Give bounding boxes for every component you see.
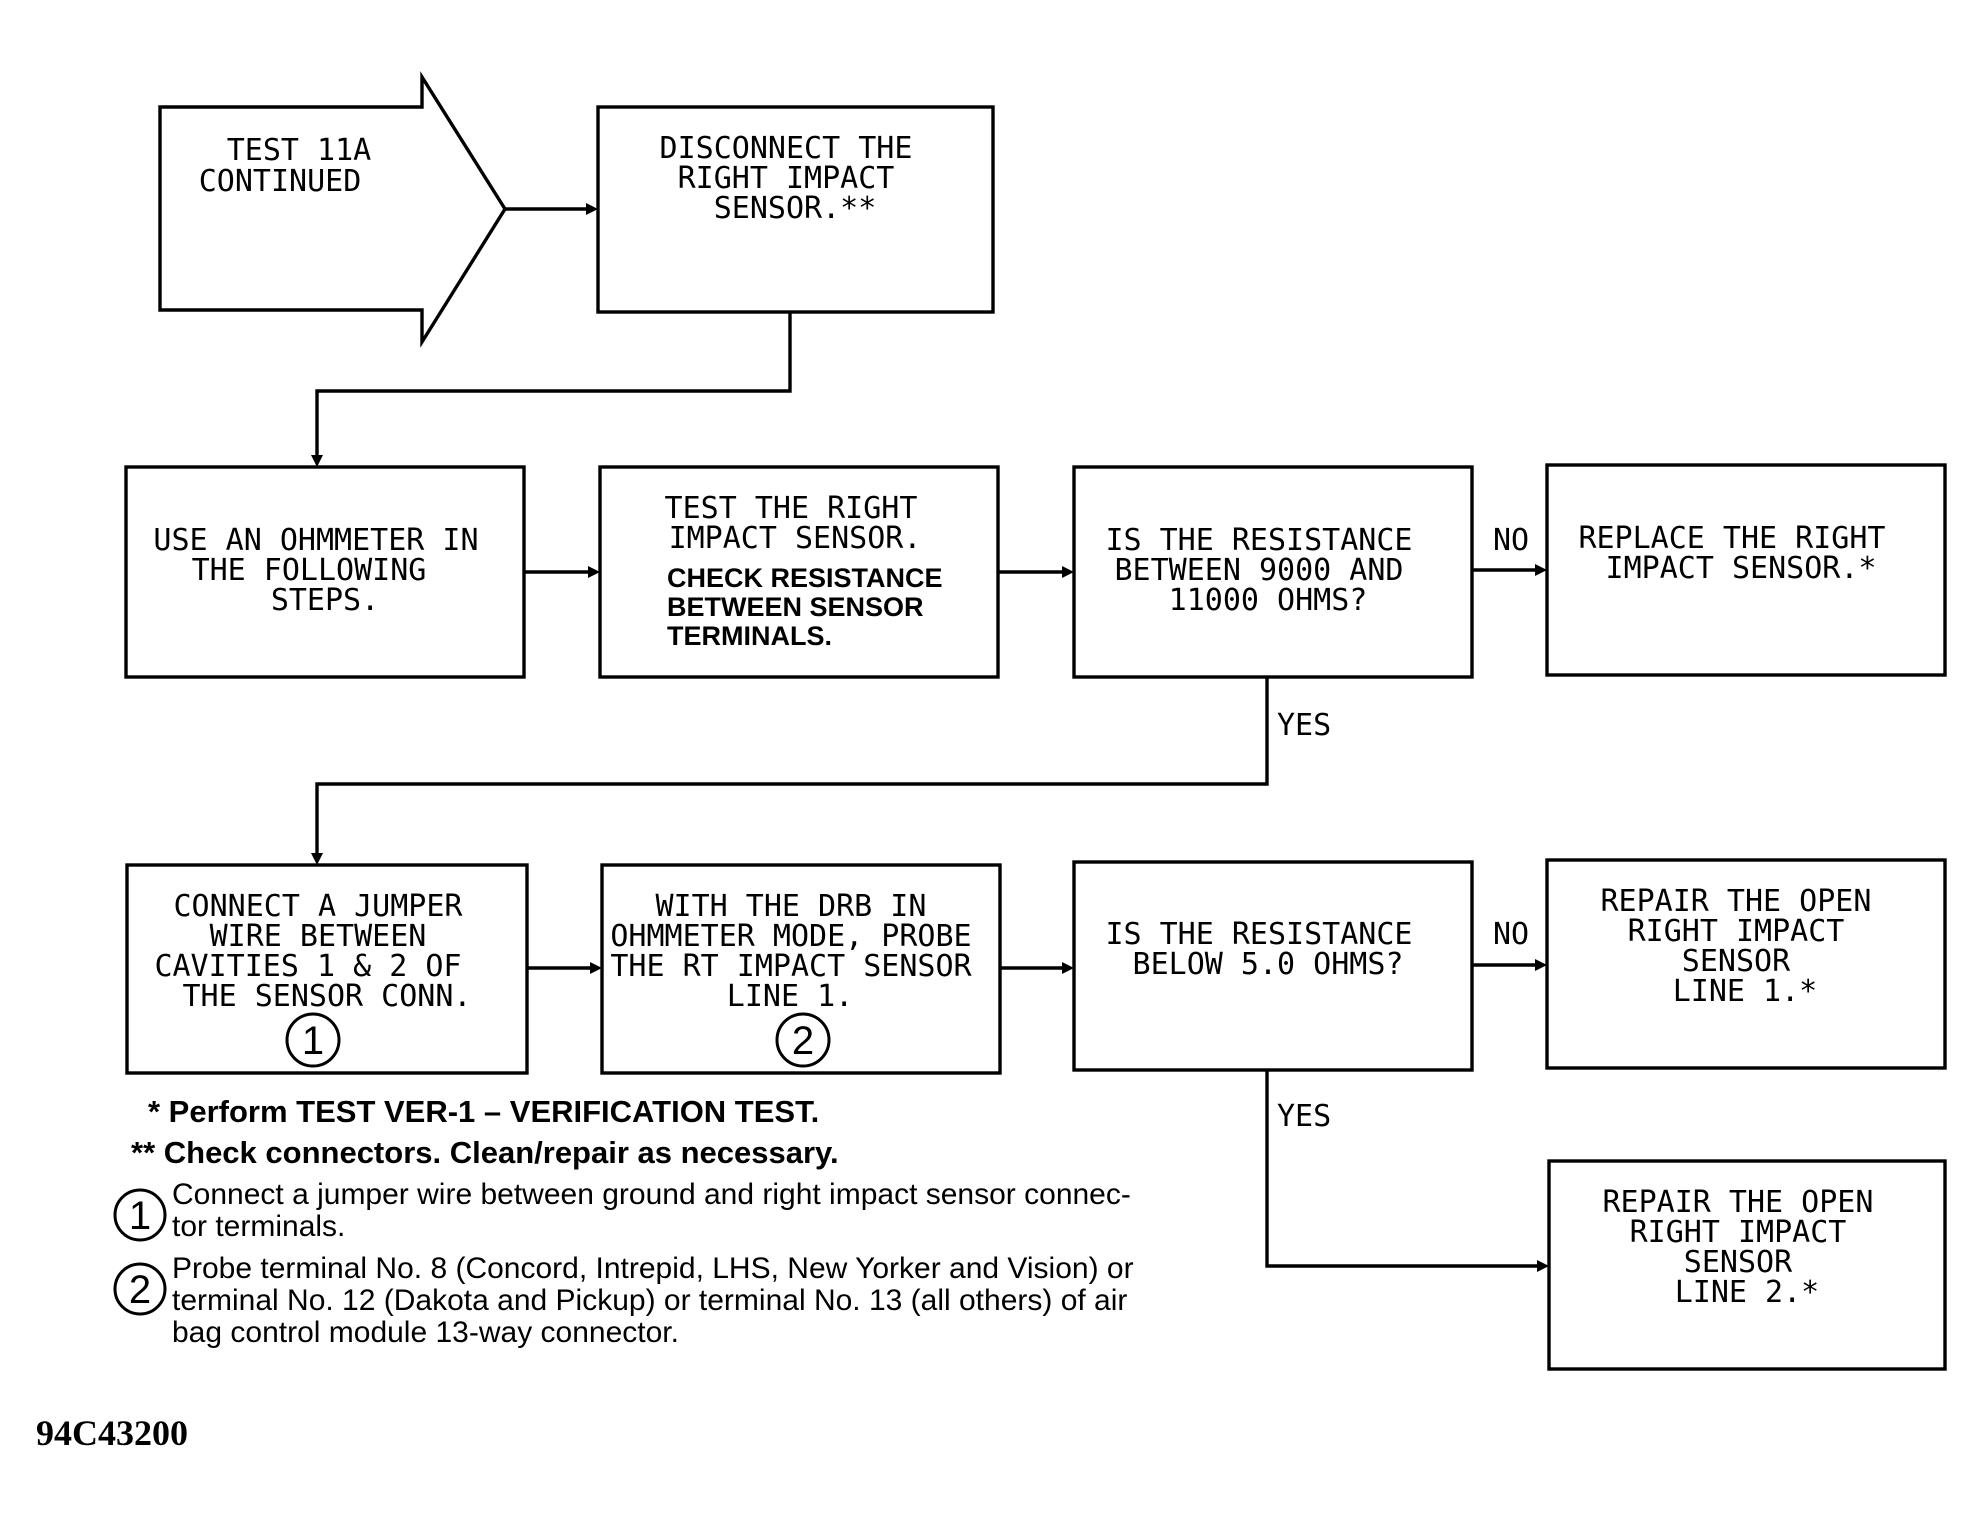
svg-text:REPAIR THE OPEN RIGHT IM: REPAIR THE OPEN RIGHT IMPACT SENSOR LINE…: [1601, 884, 1890, 1009]
note-marker-1-label: 1: [129, 1194, 151, 1238]
decision-resistance-range-box: IS THE RESISTANCE BETWEEN 9000 AND 11000…: [1072, 465, 1474, 679]
branch-label-no: NO: [1493, 917, 1529, 952]
connector-arrow: [1265, 1070, 1539, 1268]
box-line: CONNECT A JUMPER: [173, 889, 463, 924]
disconnect-sensor-box: DISCONNECT THE RIGHT IMPACT SENSOR.**: [596, 105, 995, 314]
box-line: BETWEEN 9000 AND: [1114, 553, 1403, 588]
box-line: IMPACT SENSOR.: [669, 521, 922, 556]
svg-text:REPAIR THE OPEN RIGHT IM: REPAIR THE OPEN RIGHT IMPACT SENSOR LINE…: [1603, 1185, 1892, 1310]
start-line: TEST 11A: [227, 133, 372, 168]
box-bold-line: TERMINALS.: [667, 621, 832, 651]
branch-label-no: NO: [1493, 523, 1529, 558]
arrowhead: [311, 455, 323, 467]
box-line: OHMMETER MODE, PROBE: [610, 919, 971, 954]
svg-text:WITH THE DRB IN OHMMETER: WITH THE DRB IN OHMMETER MODE, PROBE THE…: [610, 889, 989, 1014]
note-1-line: tor terminals.: [172, 1210, 345, 1243]
note-1-line: Connect a jumper wire between ground and…: [172, 1178, 1131, 1211]
step-marker-2: [775, 1012, 831, 1068]
box-line: 11000 OHMS?: [1169, 583, 1368, 618]
note-marker-2: [113, 1262, 167, 1316]
connector-arrow: [315, 312, 792, 457]
note-marker-1: [113, 1188, 167, 1242]
box-line: USE AN OHMMETER IN: [153, 523, 478, 558]
step-marker-1-label: 1: [302, 1019, 324, 1063]
svg-text:Connect a jumper wire between: Connect a jumper wire between ground and…: [172, 1178, 1139, 1243]
connectors: [311, 203, 1549, 1272]
arrowhead: [311, 853, 323, 865]
svg-text:TEST THE RIGHT IMPACT SE: TEST THE RIGHT IMPACT SENSOR.: [665, 491, 936, 556]
arrowhead: [588, 566, 600, 578]
box-line: SENSOR.**: [714, 191, 877, 226]
connect-jumper-box: CONNECT A JUMPER WIRE BETWEEN CAVITIES 1…: [125, 863, 529, 1075]
box-line: LINE 1.*: [1673, 974, 1818, 1009]
svg-text:DISCONNECT THE RIGHT IMP: DISCONNECT THE RIGHT IMPACT SENSOR.**: [660, 131, 931, 226]
note-2-line: bag control module 13-way connector.: [172, 1316, 679, 1349]
box-line: THE SENSOR CONN.: [183, 979, 472, 1014]
arrowhead: [1062, 566, 1074, 578]
box-bold-line: CHECK RESISTANCE: [667, 563, 943, 593]
box-bold-line: BETWEEN SENSOR: [667, 592, 924, 622]
svg-text:Probe terminal No. 8 (Concord,: Probe terminal No. 8 (Concord, Intrepid,…: [172, 1252, 1142, 1349]
svg-text:REPLACE THE RIGHT IMPACT: REPLACE THE RIGHT IMPACT SENSOR.*: [1578, 521, 1903, 586]
box-line: RIGHT IMPACT: [1628, 914, 1845, 949]
step-marker-1: [285, 1012, 341, 1068]
box-line: RIGHT IMPACT: [678, 161, 895, 196]
note-2-line: terminal No. 12 (Dakota and Pickup) or t…: [172, 1284, 1127, 1317]
decision-resistance-below-box: IS THE RESISTANCE BELOW 5.0 OHMS?: [1072, 860, 1474, 1072]
box-line: DISCONNECT THE: [660, 131, 913, 166]
box-line: REPAIR THE OPEN: [1603, 1185, 1874, 1220]
box-line: TEST THE RIGHT: [665, 491, 918, 526]
start-line: CONTINUED: [199, 164, 362, 199]
repair-line1-box: REPAIR THE OPEN RIGHT IMPACT SENSOR LINE…: [1545, 858, 1947, 1070]
use-ohmmeter-box: USE AN OHMMETER IN THE FOLLOWING STEPS.: [124, 465, 526, 679]
box-line: WIRE BETWEEN: [210, 919, 427, 954]
box-line: REPLACE THE RIGHT: [1578, 521, 1885, 556]
arrowhead: [1062, 962, 1074, 974]
replace-sensor-box: REPLACE THE RIGHT IMPACT SENSOR.*: [1545, 463, 1947, 677]
arrowhead: [1535, 959, 1547, 971]
svg-text:IS THE RESISTANCE BETWEE: IS THE RESISTANCE BETWEEN 9000 AND 11000…: [1105, 523, 1430, 618]
box-line: REPAIR THE OPEN: [1601, 884, 1872, 919]
svg-text:TEST 11A CONTINUED: TEST 11A CONTINUED: [199, 133, 390, 199]
test-sensor-box: TEST THE RIGHT IMPACT SENSOR. CHECK RESI…: [598, 465, 1000, 679]
box-line: THE FOLLOWING: [192, 553, 427, 588]
figure-code: 94C43200: [36, 1413, 188, 1453]
box-line: SENSOR: [1682, 944, 1791, 979]
svg-text:IS THE RESISTANCE BELOW: IS THE RESISTANCE BELOW 5.0 OHMS?: [1105, 917, 1430, 982]
svg-text:CONNECT A JUMPER WIRE BE: CONNECT A JUMPER WIRE BETWEEN CAVITIES 1…: [154, 889, 480, 1014]
box-line: IMPACT SENSOR.*: [1606, 551, 1877, 586]
box-line: SENSOR: [1684, 1245, 1793, 1280]
svg-text:USE AN OHMMETER IN THE F: USE AN OHMMETER IN THE FOLLOWING STEPS.: [153, 523, 496, 618]
note-2-line: Probe terminal No. 8 (Concord, Intrepid,…: [172, 1252, 1134, 1285]
start-node: TEST 11A CONTINUED: [158, 71, 508, 348]
box-line: CAVITIES 1 & 2 OF: [154, 949, 461, 984]
branch-label-yes: YES: [1277, 708, 1331, 743]
arrowhead: [1535, 564, 1547, 576]
arrowhead: [590, 962, 602, 974]
box-line: WITH THE DRB IN: [656, 889, 927, 924]
footnotes: * Perform TEST VER-1 – VERIFICATION TEST…: [113, 1094, 1142, 1349]
box-line: IS THE RESISTANCE: [1105, 523, 1412, 558]
connector-arrow: [315, 677, 1269, 855]
note-single-star: * Perform TEST VER-1 – VERIFICATION TEST…: [148, 1094, 819, 1129]
arrowhead: [1537, 1260, 1549, 1272]
branch-label-yes: YES: [1277, 1099, 1331, 1134]
box-line: LINE 1.: [727, 979, 853, 1014]
note-marker-2-label: 2: [129, 1268, 151, 1312]
arrowhead: [586, 203, 598, 215]
step-marker-2-label: 2: [792, 1019, 814, 1063]
note-double-star: ** Check connectors. Clean/repair as nec…: [131, 1135, 839, 1170]
box-line: RIGHT IMPACT: [1630, 1215, 1847, 1250]
repair-line2-box: REPAIR THE OPEN RIGHT IMPACT SENSOR LINE…: [1547, 1159, 1947, 1371]
box-line: BELOW 5.0 OHMS?: [1133, 947, 1404, 982]
probe-line-box: WITH THE DRB IN OHMMETER MODE, PROBE THE…: [600, 863, 1002, 1075]
box-line: THE RT IMPACT SENSOR: [610, 949, 972, 984]
box-line: LINE 2.*: [1675, 1275, 1820, 1310]
box-line: IS THE RESISTANCE: [1105, 917, 1412, 952]
box-line: STEPS.: [271, 583, 379, 618]
svg-text:CHECK RESISTANCE BETWEEN: CHECK RESISTANCE BETWEEN SENSOR TERMINAL…: [667, 563, 950, 651]
